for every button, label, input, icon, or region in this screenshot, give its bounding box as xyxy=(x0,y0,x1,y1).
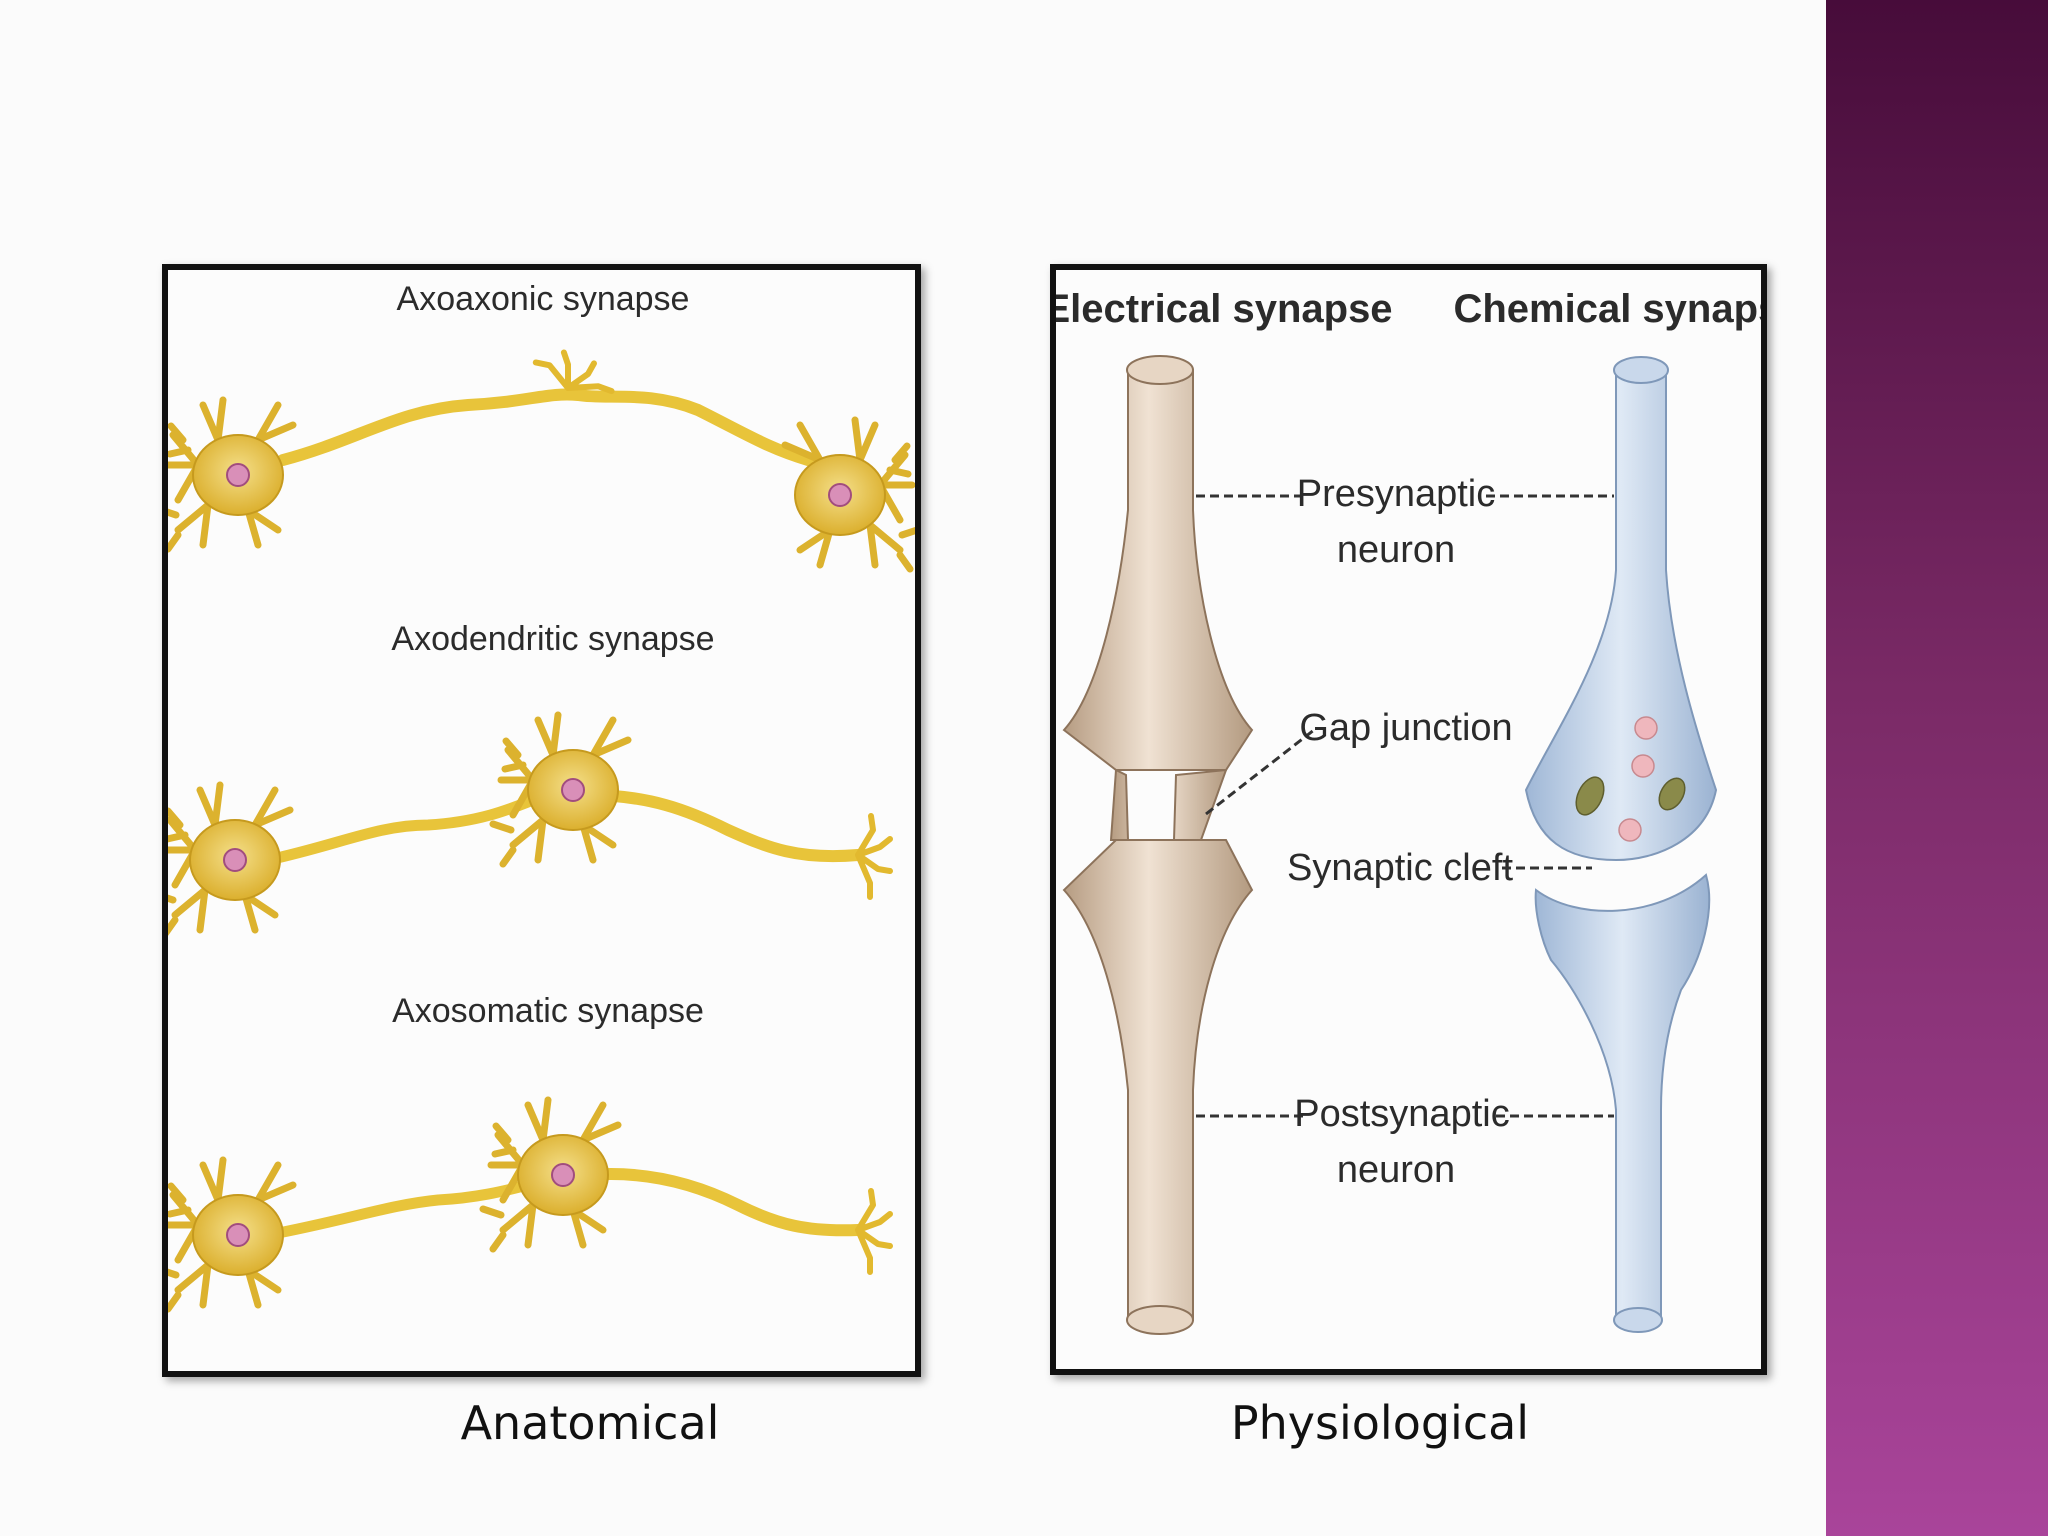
physiological-diagram-svg: Electrical synapse Chemical synapse Pres… xyxy=(1056,287,1761,1335)
axodendritic-label: Axodendritic synapse xyxy=(391,620,714,658)
axoaxonic-label: Axoaxonic synapse xyxy=(397,280,690,318)
axosomatic-label: Axosomatic synapse xyxy=(392,992,704,1030)
postsynaptic-label-line1: Postsynaptic xyxy=(1294,1093,1509,1135)
postsynaptic-label-line2: neuron xyxy=(1337,1149,1455,1191)
electrical-synapse-heading: Electrical synapse xyxy=(1056,287,1393,331)
presynaptic-label-line2: neuron xyxy=(1337,529,1455,571)
physiological-caption: Physiological xyxy=(1230,1396,1530,1450)
anatomical-diagram-svg: Axoaxonic synapse Axodendritic synapse A… xyxy=(168,280,915,1371)
gap-junction-label: Gap junction xyxy=(1299,707,1512,749)
anatomical-synapse-diagram: Axoaxonic synapse Axodendritic synapse A… xyxy=(162,264,921,1377)
anatomical-caption: Anatomical xyxy=(460,1396,720,1450)
synaptic-cleft-label: Synaptic cleft xyxy=(1287,847,1513,889)
chemical-synapse-heading: Chemical synapse xyxy=(1453,287,1761,331)
presynaptic-label-line1: Presynaptic xyxy=(1297,473,1496,515)
physiological-synapse-diagram: Electrical synapse Chemical synapse Pres… xyxy=(1050,264,1767,1375)
side-accent-band xyxy=(1826,0,2048,1536)
